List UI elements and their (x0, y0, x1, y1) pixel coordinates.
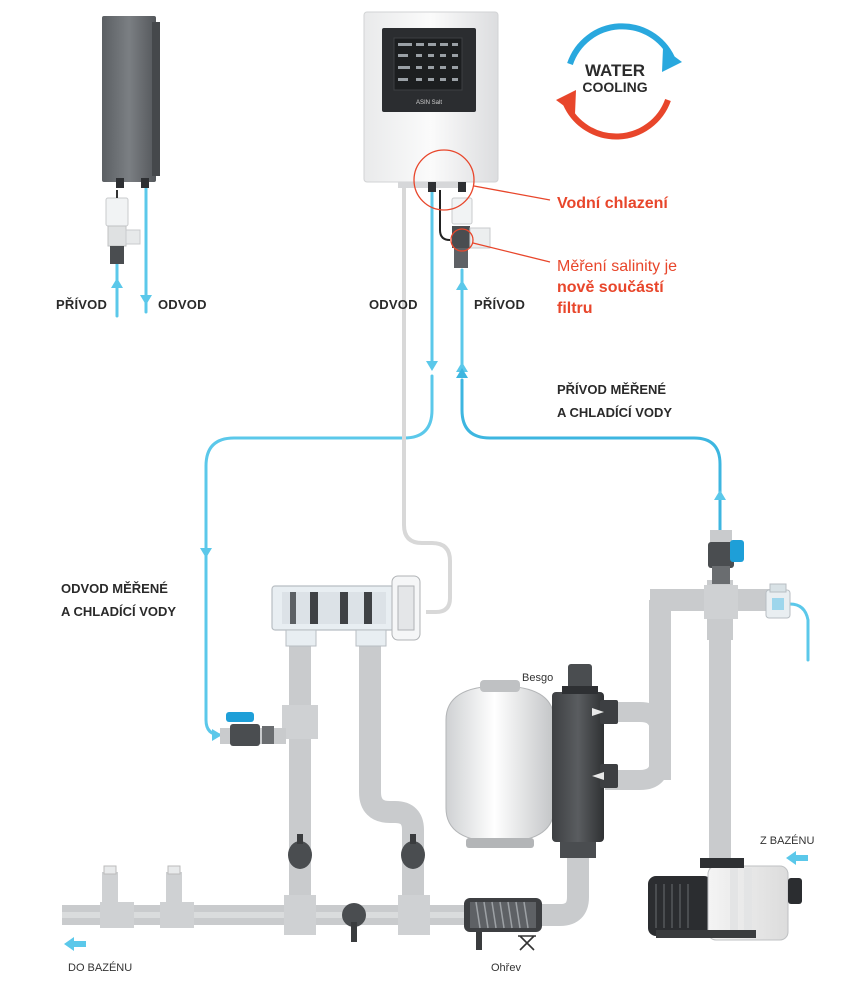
water-cooling-badge (556, 23, 682, 140)
label-privod-merene: PŘÍVOD MĚŘENÉ A CHLADÍCÍ VODY (557, 379, 672, 423)
badge-text: WATER COOLING (565, 62, 665, 96)
label-z-bazenu: Z BAZÉNU (760, 835, 815, 847)
label-odvod-merene-line1: ODVOD MĚŘENÉ (61, 581, 168, 596)
label-odvod-center: ODVOD (369, 297, 418, 312)
salt-cell (271, 575, 421, 647)
pipe-valves (288, 834, 425, 942)
arrow-up-privod-center (456, 362, 468, 372)
arrow-up-privod-start (456, 368, 468, 378)
label-odvod-left: ODVOD (158, 297, 207, 312)
callout-circle-cooling (413, 149, 475, 211)
badge-line1: WATER (584, 61, 646, 80)
callouts-graphics (413, 149, 551, 263)
label-besgo: Besgo (522, 672, 554, 684)
arrow-up-privod-left (111, 278, 123, 288)
left-control-unit (102, 16, 160, 264)
arrow-down-odvod-mid (200, 548, 212, 558)
callout-vodni-chlazeni: Vodní chlazení (557, 195, 668, 212)
sand-filter (445, 664, 618, 858)
arrow-left-z-bazenu (786, 851, 796, 865)
arrow-down-odvod-left (140, 295, 152, 305)
privod-ball-valve (708, 530, 744, 584)
badge-line2: COOLING (582, 79, 648, 95)
label-privod-center: PŘÍVOD (474, 297, 526, 312)
right-flow-meter (765, 583, 791, 619)
label-do-bazenu: DO BAZÉNU (68, 962, 133, 974)
label-privod-left: PŘÍVOD (56, 297, 108, 312)
label-privod-merene-line2: A CHLADÍCÍ VODY (557, 405, 673, 420)
label-ohrev: Ohřev (491, 962, 521, 974)
arrow-up-privod-center-2 (456, 280, 468, 290)
arrow-up-privod-right (714, 490, 726, 500)
callout-circle-salinity (450, 228, 474, 252)
arrow-left-do-bazenu (64, 937, 74, 951)
heater (464, 898, 542, 951)
label-privod-merene-line1: PŘÍVOD MĚŘENÉ (557, 382, 667, 397)
drain-line (402, 180, 452, 614)
callout-salinity-line3: filtru (557, 300, 593, 317)
callout-salinity: Měření salinity je nově součástí filtru (557, 256, 677, 319)
arrow-down-odvod-center (426, 361, 438, 371)
odvod-ball-valve (220, 712, 286, 746)
arrow-right-odvod-valve (212, 729, 222, 741)
callout-salinity-line1: Měření salinity je (557, 258, 678, 275)
controller-brand: ASIN Salt (416, 100, 442, 106)
label-odvod-merene-line2: A CHLADÍCÍ VODY (61, 604, 177, 619)
pool-pump (648, 858, 802, 941)
label-odvod-merene: ODVOD MĚŘENÉ A CHLADÍCÍ VODY (61, 578, 176, 622)
flow-arrows (64, 278, 808, 951)
callout-salinity-line2: nově součástí (557, 279, 664, 296)
asin-salt-controller: ASIN Salt (363, 11, 499, 268)
water-lines (115, 178, 810, 737)
